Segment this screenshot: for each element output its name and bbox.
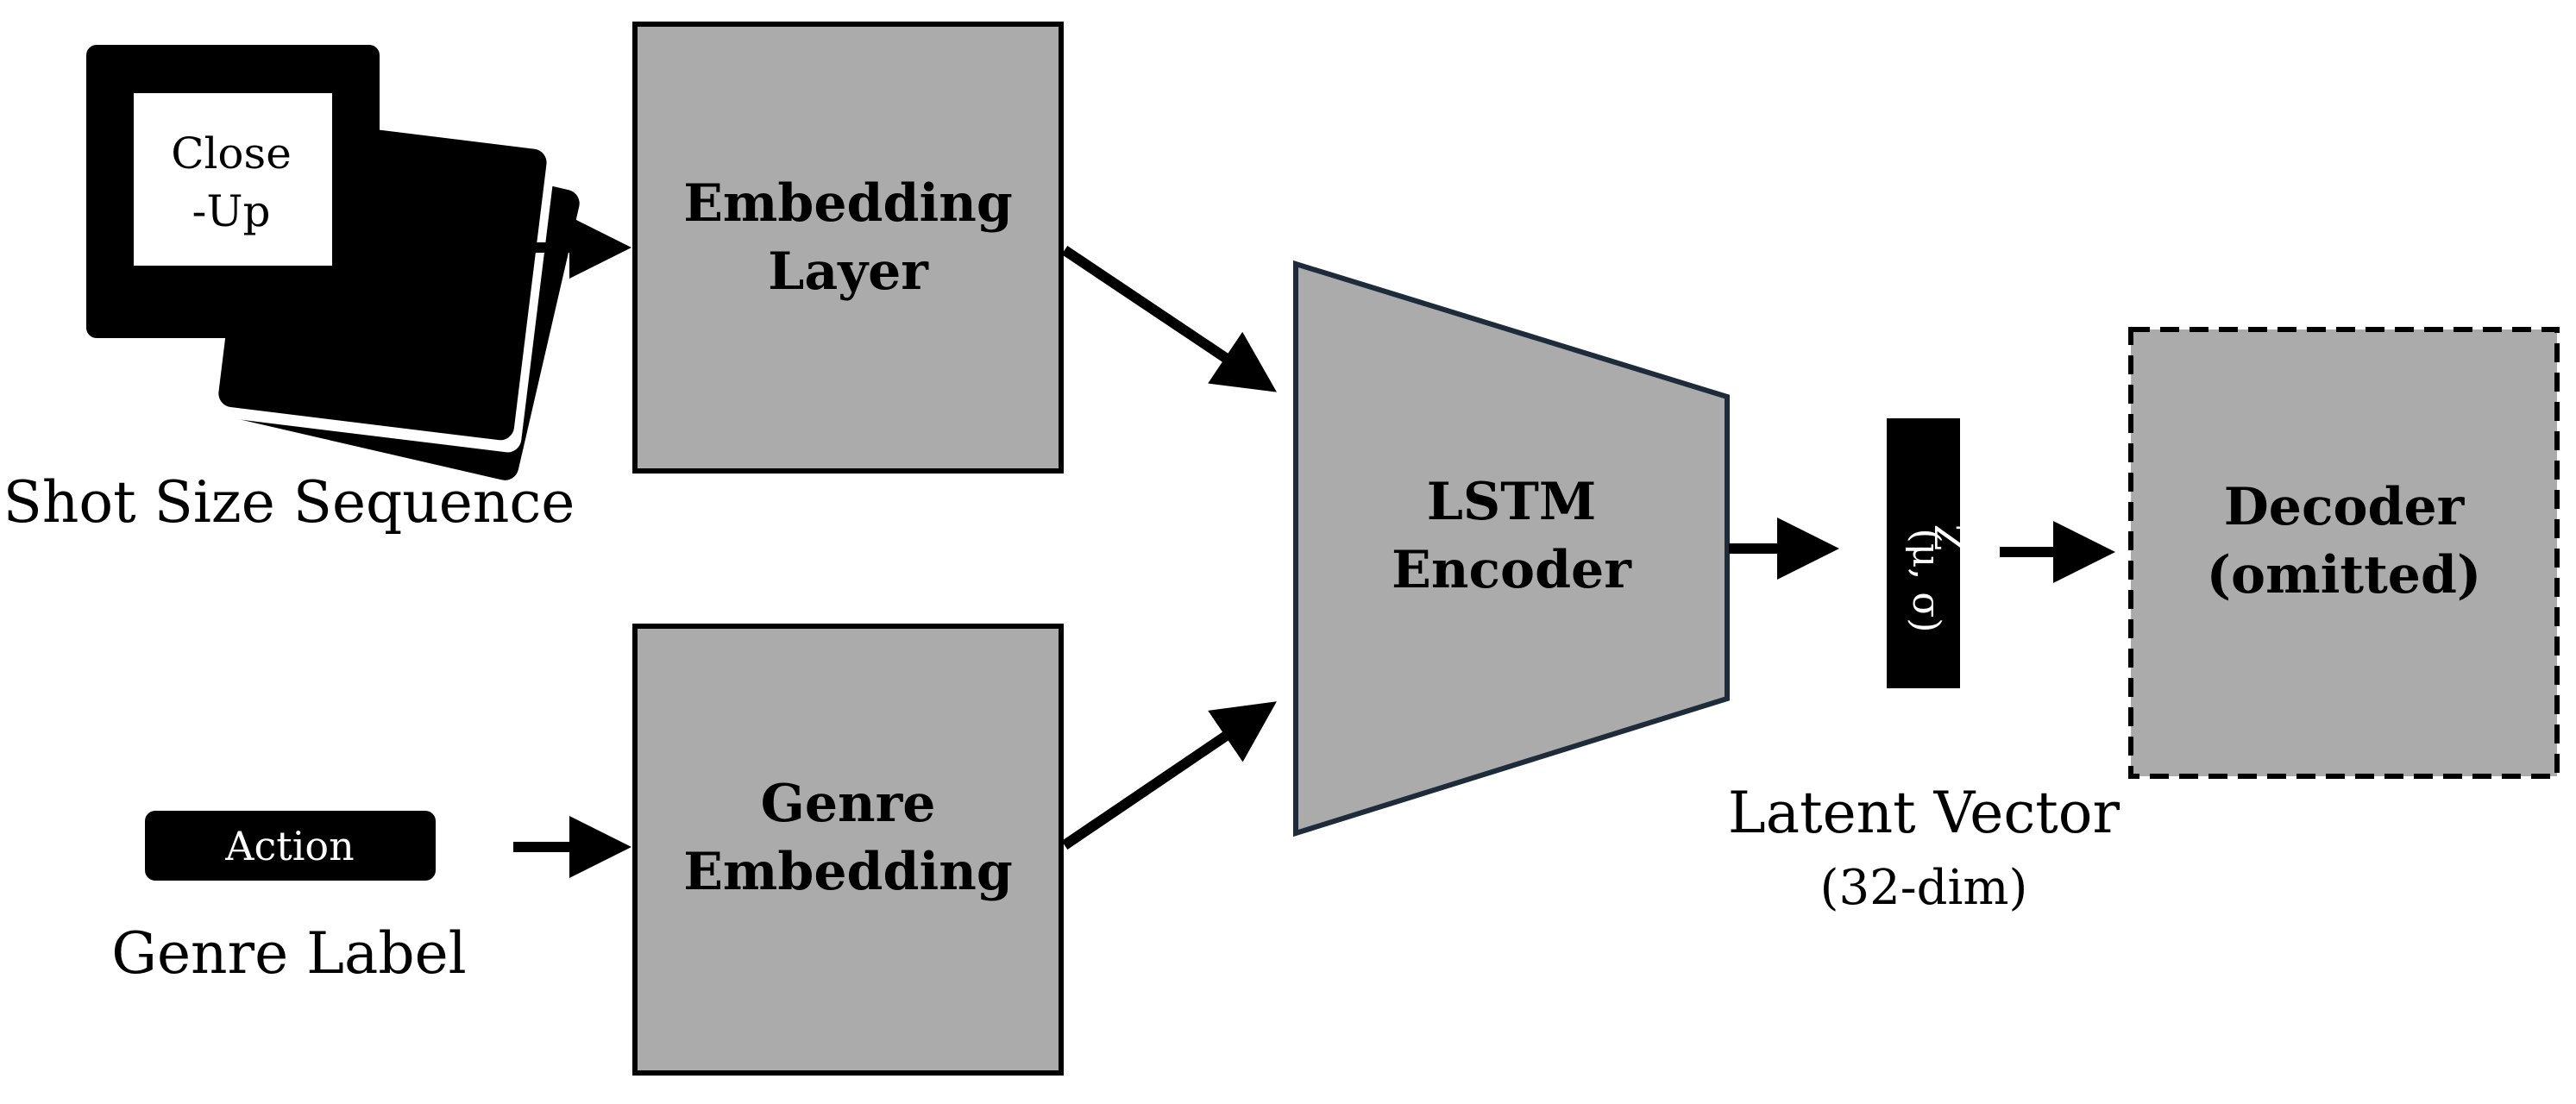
shot-size-sequence-label: Shot Size Sequence (3, 469, 575, 536)
latent-vector-sublabel: (32-dim) (1820, 860, 2028, 916)
genre-embedding-box: Genre Embedding (632, 624, 1064, 1076)
arrow-genre-embedding-to-encoder (1061, 701, 1277, 850)
decoder-box: Decoder (omitted) (2128, 327, 2560, 779)
latent-params: (μ, σ) (1904, 529, 1948, 633)
lstm-encoder-block: LSTM Encoder (1293, 260, 1730, 837)
latent-vector-bar: Z (μ, σ) (1887, 418, 1970, 688)
shot-card-text-line1: Close (171, 129, 292, 179)
shot-card-stack-icon: Close -Up (86, 45, 580, 480)
latent-symbol: Z (1926, 524, 1970, 551)
genre-embedding-line2: Embedding (683, 842, 1013, 902)
embedding-layer-box: Embedding Layer (632, 22, 1064, 474)
genre-label: Genre Label (111, 920, 466, 987)
lstm-encoder-line2: Encoder (1392, 540, 1632, 600)
decoder-line1: Decoder (2224, 477, 2466, 537)
shot-card-text-line2: -Up (192, 186, 270, 236)
latent-vector-label: Latent Vector (1728, 780, 2120, 846)
lstm-encoder-line1: LSTM (1427, 472, 1597, 532)
genre-tag-text: Action (224, 823, 355, 869)
embedding-layer-line2: Layer (768, 242, 929, 302)
genre-tag: Action (145, 811, 436, 881)
genre-embedding-line1: Genre (761, 774, 936, 834)
decoder-line2: (omitted) (2207, 545, 2482, 605)
arrow-embedding-to-encoder (1061, 246, 1277, 392)
embedding-layer-line1: Embedding (683, 173, 1013, 234)
